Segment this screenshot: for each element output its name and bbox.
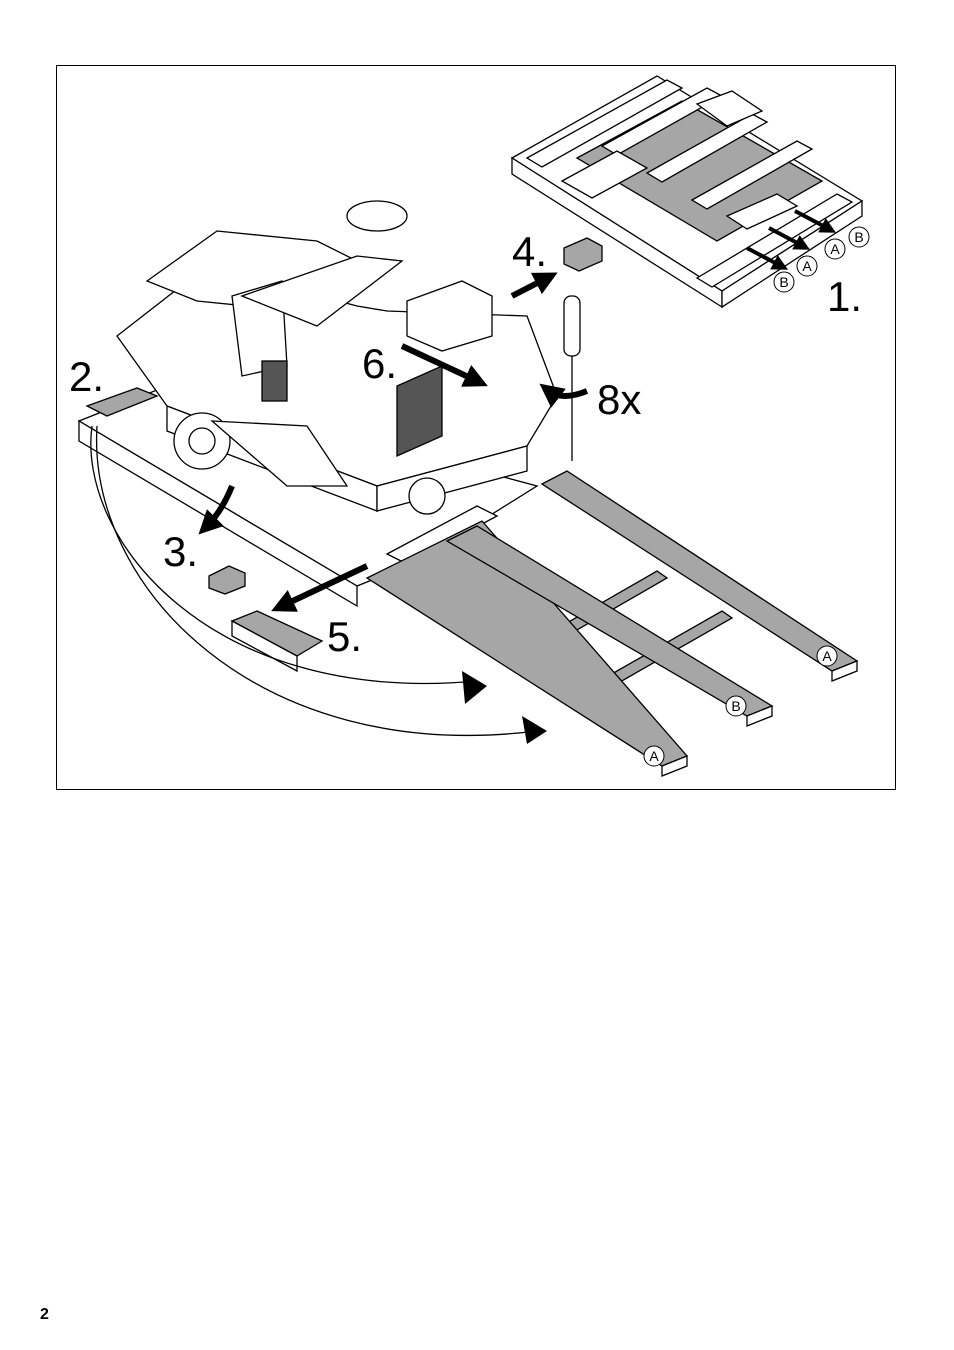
page-number: 2 bbox=[40, 1306, 49, 1324]
crate-label-a1: A bbox=[830, 241, 840, 257]
crate-label-a2: A bbox=[802, 258, 812, 274]
assembly-figure: B A A B A B A bbox=[56, 65, 896, 790]
step-6-label: 6. bbox=[362, 340, 397, 387]
crate-label-b1: B bbox=[854, 229, 863, 245]
crate-label-b2: B bbox=[779, 274, 788, 290]
step-5-label: 5. bbox=[327, 613, 362, 660]
ramp-label-right: A bbox=[822, 648, 832, 664]
screw-count-label: 8x bbox=[597, 376, 641, 423]
step-4-label: 4. bbox=[512, 228, 547, 275]
unloading-illustration: B A A B A B A bbox=[57, 66, 896, 790]
step-3-label: 3. bbox=[163, 528, 198, 575]
ramp-label-left: A bbox=[649, 748, 659, 764]
screwdriver-drawing bbox=[564, 296, 580, 461]
step-2-label: 2. bbox=[69, 353, 104, 400]
ramp-label-middle: B bbox=[731, 698, 740, 714]
step-1-label: 1. bbox=[827, 273, 862, 320]
